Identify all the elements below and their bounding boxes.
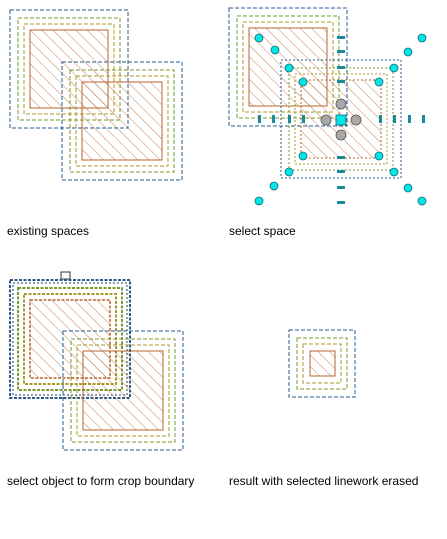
space-right: [61, 61, 183, 181]
edge-grip-bars[interactable]: [258, 36, 425, 204]
panel-existing-spaces: [9, 9, 183, 181]
center-grips[interactable]: [320, 98, 362, 141]
grip-points[interactable]: [254, 33, 427, 206]
panel-crop-boundary: [9, 271, 184, 451]
panel-result: [288, 329, 356, 398]
caption-select-space: select space: [229, 224, 296, 238]
panel-select-space: [228, 7, 427, 206]
crop-grip-square[interactable]: [60, 271, 71, 280]
caption-crop-boundary: select object to form crop boundary: [7, 474, 195, 488]
caption-existing-spaces: existing spaces: [7, 224, 90, 238]
space-crop-other: [62, 330, 184, 451]
caption-result: result with selected linework erased: [229, 474, 419, 488]
